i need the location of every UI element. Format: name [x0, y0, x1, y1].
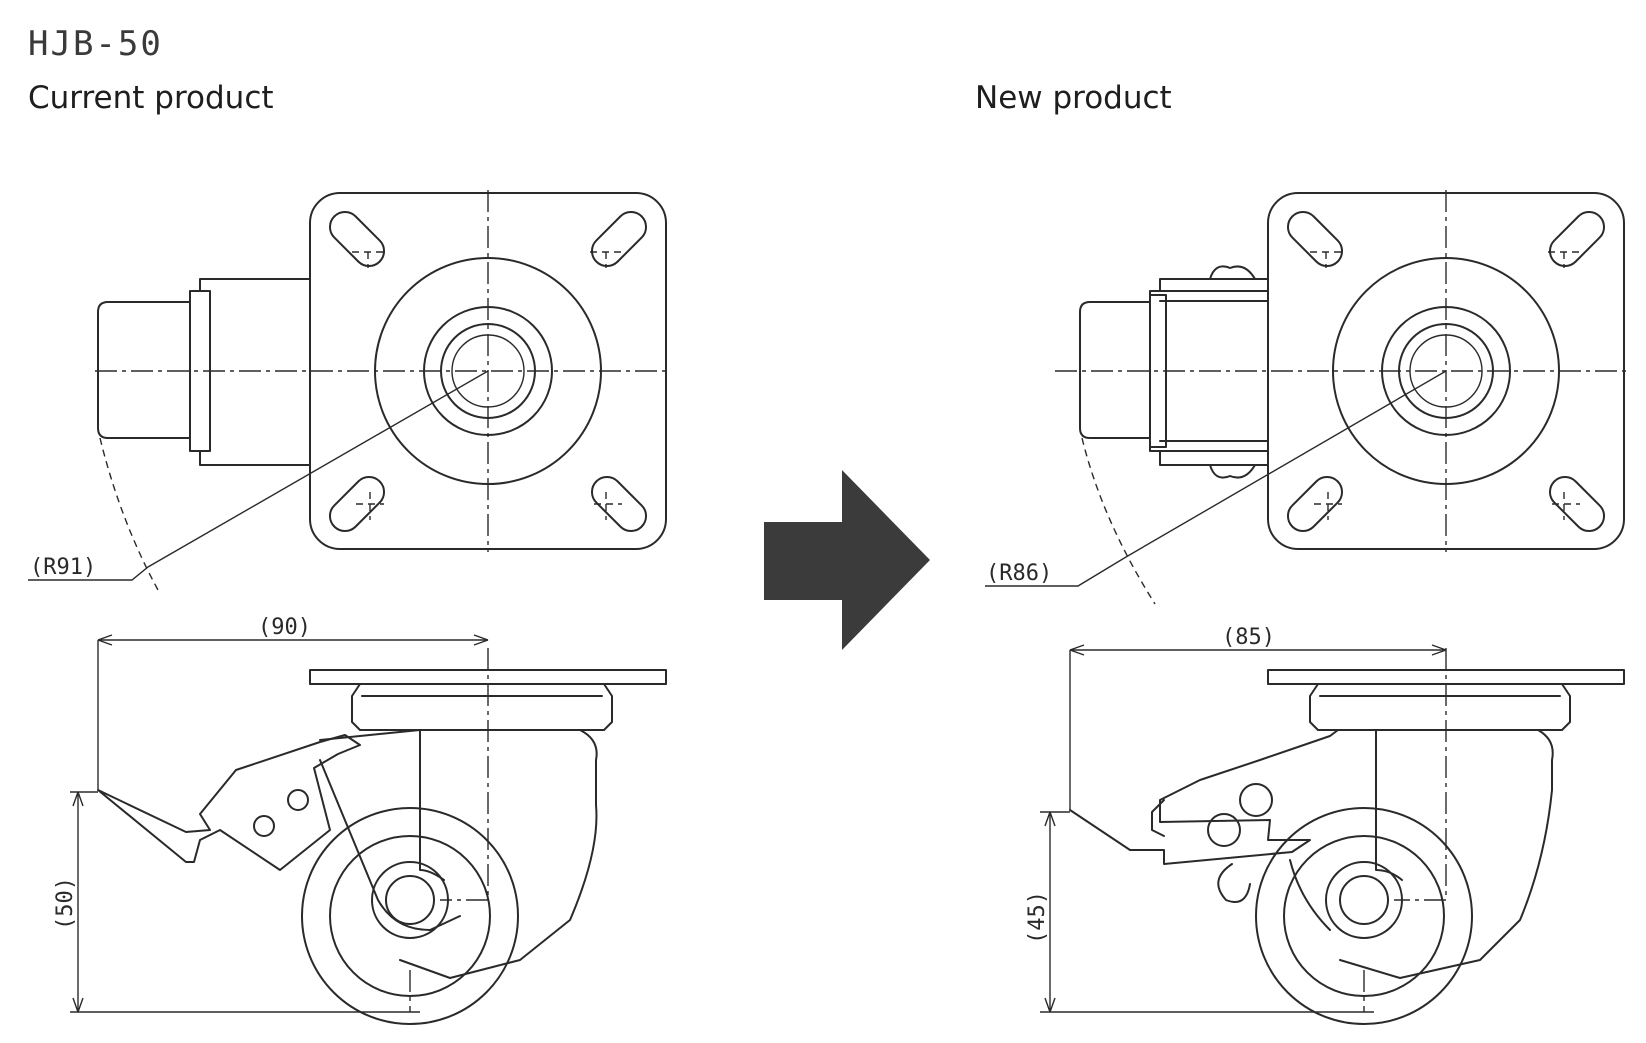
current-product-heading: Current product: [28, 80, 274, 116]
current-side-centerline: [440, 648, 489, 901]
current-length-label: (90): [258, 615, 311, 640]
current-height-label: (50): [53, 877, 78, 930]
new-mount-slots: [1286, 210, 1606, 533]
current-side-view: (90) (50): [53, 615, 667, 1025]
model-title: HJB-50: [28, 24, 163, 64]
new-product-heading: New product: [975, 80, 1172, 116]
current-mount-slots: [328, 210, 648, 533]
new-height-label: (45): [1025, 891, 1050, 944]
current-radius-leader: [28, 370, 489, 581]
current-top-view: (R91): [28, 190, 668, 591]
new-radius-leader: [985, 370, 1447, 587]
new-side-centerline: [1394, 648, 1447, 901]
current-wheel: [301, 807, 519, 1025]
current-radius-label: (R91): [30, 555, 96, 580]
transition-arrow: [764, 470, 930, 650]
new-wheel: [1255, 807, 1473, 1025]
current-swing-arc: [99, 437, 159, 591]
new-length-label: (85): [1222, 625, 1275, 650]
new-swing-arc: [1081, 437, 1156, 605]
new-side-view: (85) (45): [1025, 625, 1625, 1025]
new-radius-label: (R86): [986, 561, 1052, 586]
new-top-view: (R86): [985, 190, 1626, 605]
